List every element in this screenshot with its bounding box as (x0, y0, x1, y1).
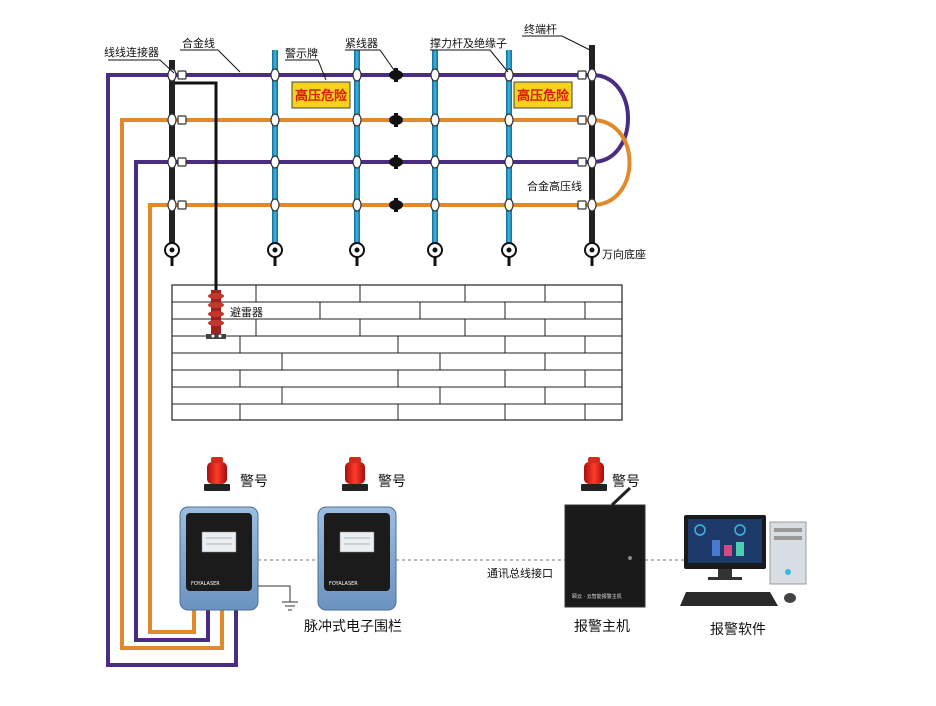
keyboard-icon (680, 592, 778, 606)
label-universal-base: 万向底座 (602, 247, 646, 261)
label-hv-wire: 合金高压线 (527, 179, 582, 193)
support-pole (267, 50, 283, 266)
support-pole (427, 50, 443, 266)
lightning-arrester (206, 290, 226, 339)
alarm-siren-icon (581, 457, 607, 491)
fence-controller: FOYALASER (179, 506, 259, 611)
insulators (167, 68, 597, 212)
alarm-siren-icon (342, 457, 368, 491)
label-pole-insulator: 撑力杆及绝缘子 (430, 36, 507, 50)
label-alarm-software: 报警软件 (710, 622, 766, 638)
warning-sign: 高压危险 (291, 81, 351, 109)
support-pole (349, 50, 365, 266)
fence-controller: FOYALASER (317, 506, 397, 611)
arrester-wire (172, 81, 218, 290)
label-end-pole: 终端杆 (524, 22, 557, 36)
brick-wall (171, 284, 623, 421)
label-arrester: 避雷器 (230, 305, 263, 319)
mouse-icon (784, 593, 796, 603)
label-warning-sign: 警示牌 (285, 46, 318, 60)
label-tensioner: 紧线器 (345, 36, 378, 50)
lead-wires (106, 73, 238, 667)
monitor-icon (684, 515, 766, 580)
host-caption: 颐云 · 云智能报警主机 (572, 593, 622, 600)
label-fence-name: 脉冲式电子围栏 (304, 619, 402, 635)
label-connector: 线线连接器 (104, 45, 159, 59)
label-alloy-wire: 合金线 (182, 36, 215, 50)
label-alarm-host: 报警主机 (574, 619, 630, 635)
end-pole (584, 45, 600, 266)
alarm-siren-icon (204, 457, 230, 491)
warning-sign-text: 高压危险 (517, 88, 570, 104)
label-alarm-3: 警号 (612, 474, 640, 490)
ground-icon (258, 585, 298, 611)
device-brand: FOYALASER (191, 581, 220, 587)
tensioners (389, 68, 403, 212)
start-pole (164, 60, 180, 266)
label-alarm-1: 警号 (240, 474, 268, 490)
support-pole (501, 50, 517, 266)
support-poles (267, 50, 517, 266)
label-bus-interface: 通讯总线接口 (487, 566, 553, 580)
warning-sign: 高压危险 (513, 81, 573, 109)
device-brand: FOYALASER (329, 581, 358, 587)
alarm-host: 颐云 · 云智能报警主机 (564, 486, 646, 608)
computer-tower-icon (769, 521, 807, 585)
label-alarm-2: 警号 (378, 474, 406, 490)
warning-sign-text: 高压危险 (295, 88, 348, 104)
leader-lines (108, 35, 591, 81)
fence-wires (172, 73, 632, 207)
